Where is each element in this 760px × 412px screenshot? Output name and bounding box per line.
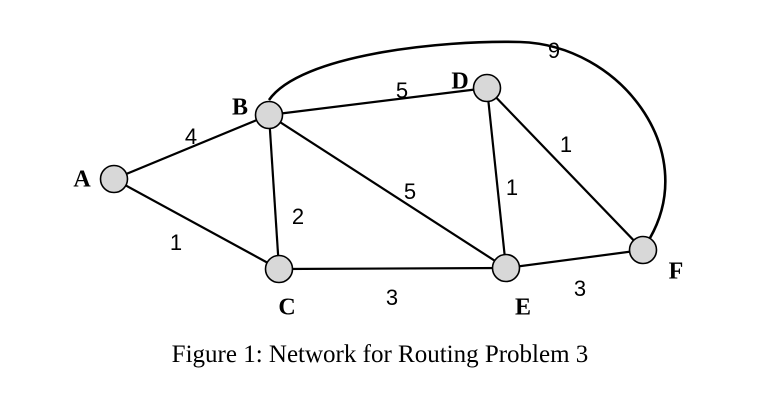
edge-weight-a-c: 1 [170, 230, 182, 255]
edge-weight-b-e: 5 [404, 179, 416, 204]
node-label-d: D [451, 69, 468, 95]
node-label-c: C [278, 295, 295, 321]
node-label-f: F [669, 259, 684, 285]
edge-weight-b-c: 2 [292, 204, 304, 229]
edge-weight-c-e: 3 [386, 285, 398, 310]
figure-caption: Figure 1: Network for Routing Problem 3 [171, 341, 589, 368]
edge-c-e [278, 266, 507, 271]
node-label-e: E [515, 295, 531, 321]
edge-b-f [267, 40, 667, 239]
edge-e-f [505, 248, 644, 270]
node-d [472, 73, 502, 103]
edge-weight-e-f: 3 [574, 276, 586, 301]
edge-weight-b-f: 9 [548, 38, 560, 63]
node-c [264, 254, 294, 284]
node-label-b: B [232, 95, 248, 121]
edge-a-b [113, 113, 270, 181]
edge-weight-b-d: 5 [396, 78, 408, 103]
edge-b-e [268, 114, 507, 269]
node-e [491, 253, 521, 283]
edge-weight-d-e: 1 [506, 175, 518, 200]
edge-d-f [486, 87, 644, 251]
edge-weight-a-b: 4 [185, 124, 197, 149]
edge-a-c [113, 178, 280, 270]
edge-weight-d-f: 1 [560, 132, 572, 157]
edge-d-e [485, 87, 508, 269]
edge-b-c [267, 114, 281, 270]
node-label-a: A [73, 167, 91, 193]
node-a [99, 164, 129, 194]
node-b [254, 100, 284, 130]
edge-b-d [268, 86, 488, 117]
node-f [628, 235, 658, 265]
